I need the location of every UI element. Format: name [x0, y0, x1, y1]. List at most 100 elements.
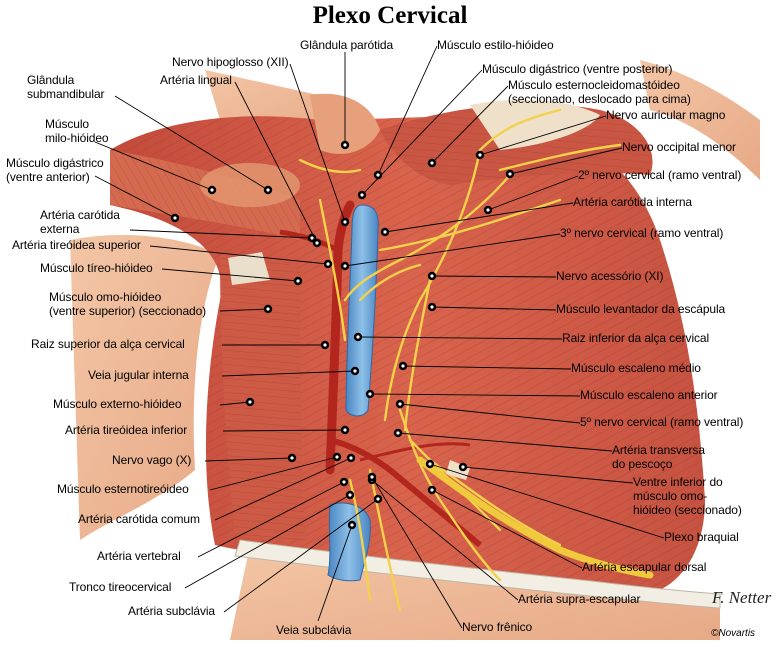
label-terceiro-nervo-cervical: 3º nervo cervical (ramo ventral) [560, 226, 723, 240]
label-musculo-levantador-escapula: Músculo levantador da escápula [556, 302, 725, 316]
label-line: Nervo hipoglosso (XII) [172, 55, 289, 69]
label-line: Plexo braquial [664, 530, 739, 544]
leader-veia-jugular-interna [221, 370, 356, 377]
label-musculo-tireo-hioideo: Músculo tíreo-hióideo [40, 261, 153, 275]
label-arteria-vertebral: Artéria vertebral [97, 549, 181, 563]
dot-center-glandula-parotida [343, 143, 347, 147]
label-glandula-parotida: Glândula parótida [300, 38, 393, 52]
label-nervo-acessorio: Nervo acessório (XI) [556, 269, 663, 283]
label-line: 5º nervo cervical (ramo ventral) [580, 415, 744, 429]
dot-center-nervo-frenico [370, 475, 374, 479]
label-line: (seccionado, deslocado para cima) [508, 92, 691, 106]
label-quinto-nervo-cervical: 5º nervo cervical (ramo ventral) [580, 415, 743, 429]
label-arteria-tireoidea-inferior: Artéria tireóidea inferior [65, 423, 187, 437]
brachial-plexus [416, 456, 654, 579]
dot-center-arteria-transversa-pescoco [396, 431, 400, 435]
leader-nervo-frenico [371, 476, 463, 629]
label-veia-subclavia: Veia subclávia [276, 623, 351, 637]
label-nervo-frenico: Nervo frênico [462, 620, 532, 634]
dot-center-musculo-digastrico-posterior [360, 193, 364, 197]
leader-musculo-escaleno-medio [402, 365, 572, 370]
artist-signature: F. Netter [712, 588, 772, 607]
label-line: submandibular [27, 87, 105, 101]
label-line: externa [40, 222, 80, 236]
leader-musculo-esternocleidomastoideo [431, 85, 509, 164]
dot-center-nervo-auricular-magno [478, 153, 482, 157]
label-tronco-tireocervical: Tronco tireocervical [69, 580, 171, 594]
label-line: Artéria carótida comum [78, 512, 200, 526]
label-arteria-tireoidea-superior: Artéria tireóidea superior [12, 238, 141, 252]
label-line: Veia subclávia [276, 623, 352, 637]
leader-glandula-submandibular [114, 95, 269, 191]
dot-center-ventre-inferior-omo-hioideo [461, 465, 465, 469]
label-line: Músculo digástrico [6, 156, 104, 170]
label-line: Músculo escaleno anterior [580, 388, 718, 402]
leader-segundo-nervo-cervical [487, 175, 579, 211]
page-title: Plexo Cervical [312, 2, 468, 29]
label-line: Ventre inferior do [633, 475, 723, 489]
label-line: (ventre superior) (seccionado) [49, 304, 207, 318]
dot-center-musculo-omo-hioideo-superior [266, 307, 270, 311]
hyoid-region [228, 252, 270, 285]
dot-center-musculo-escaleno-medio [401, 364, 405, 368]
label-line: Músculo estilo-hióideo [437, 38, 554, 52]
dot-center-arteria-tireoidea-superior [326, 262, 330, 266]
label-nervo-vago: Nervo vago (X) [112, 453, 191, 467]
dot-center-musculo-digastrico-anterior [173, 216, 177, 220]
label-line: Artéria escapular dorsal [582, 560, 707, 574]
dot-center-veia-subclavia [350, 523, 354, 527]
label-musculo-esternotireoideo: Músculo esternotireóideo [57, 482, 189, 496]
dot-center-arteria-escapular-dorsal [430, 488, 434, 492]
leader-arteria-transversa-pescoco [397, 432, 613, 452]
floor-of-mouth-fibers [110, 150, 300, 240]
dot-center-nervo-vago [290, 456, 294, 460]
label-line: Artéria carótida [40, 208, 120, 222]
label-line: Artéria supra-escapular [518, 592, 641, 606]
dot-center-musculo-esternotireoideo [335, 455, 339, 459]
dot-center-arteria-vertebral [342, 480, 346, 484]
label-line: Músculo tíreo-hióideo [40, 261, 153, 275]
label-line: Músculo escaleno médio [571, 361, 701, 375]
dot-center-glandula-submandibular [266, 188, 270, 192]
label-line: Raiz superior da alça cervical [31, 337, 185, 351]
dot-center-musculo-esternocleidomastoideo [430, 161, 434, 165]
label-nervo-auricular-magno: Nervo auricular magno [606, 108, 725, 122]
leader-musculo-levantador-escapula [431, 306, 557, 311]
label-line: Músculo esternocleidomastóideo [508, 78, 680, 92]
leader-nervo-occipital-menor [509, 147, 623, 175]
label-nervo-occipital-menor: Nervo occipital menor [622, 140, 736, 154]
label-line: Glândula parótida [300, 38, 394, 52]
label-musculo-digastrico-posterior: Músculo digástrico (ventre posterior) [482, 62, 672, 76]
dot-center-nervo-occipital-menor [508, 172, 512, 176]
throat-skin [70, 235, 220, 540]
label-line: Músculo digástrico (ventre posterior) [482, 62, 673, 76]
leader-arteria-tireoidea-superior [149, 245, 329, 265]
label-veia-jugular-interna: Veia jugular interna [88, 368, 189, 382]
dot-center-nervo-hipoglosso [343, 220, 347, 224]
label-line: Tronco tireocervical [69, 580, 172, 594]
label-musculo-digastrico-anterior: Músculo digástrico(ventre anterior) [6, 156, 104, 184]
label-musculo-externo-hioideo: Músculo externo-hióideo [53, 397, 182, 411]
dot-center-arteria-tireoidea-inferior [343, 428, 347, 432]
leader-arteria-carotida-externa [129, 229, 313, 239]
label-line: Nervo frênico [462, 620, 533, 634]
label-plexo-braquial: Plexo braquial [664, 530, 739, 544]
label-line: Músculo esternotireóideo [57, 482, 189, 496]
leader-arteria-supra-escapular [371, 479, 519, 601]
label-line: Raiz inferior da alça cervical [562, 331, 710, 345]
leader-musculo-externo-hioideo [219, 401, 251, 406]
label-line: Artéria tireóidea inferior [65, 423, 188, 437]
label-line: Glândula [27, 73, 75, 87]
label-line: Músculo levantador da escápula [556, 302, 726, 316]
label-segundo-nervo-cervical: 2º nervo cervical (ramo ventral) [578, 168, 741, 182]
dot-center-raiz-superior-alca [323, 343, 327, 347]
label-line: Artéria tireóidea superior [12, 238, 141, 252]
label-line: Artéria lingual [160, 73, 232, 87]
leader-quinto-nervo-cervical [399, 403, 581, 424]
leader-plexo-braquial [429, 463, 665, 539]
leader-arteria-tireoidea-inferior [222, 429, 346, 432]
